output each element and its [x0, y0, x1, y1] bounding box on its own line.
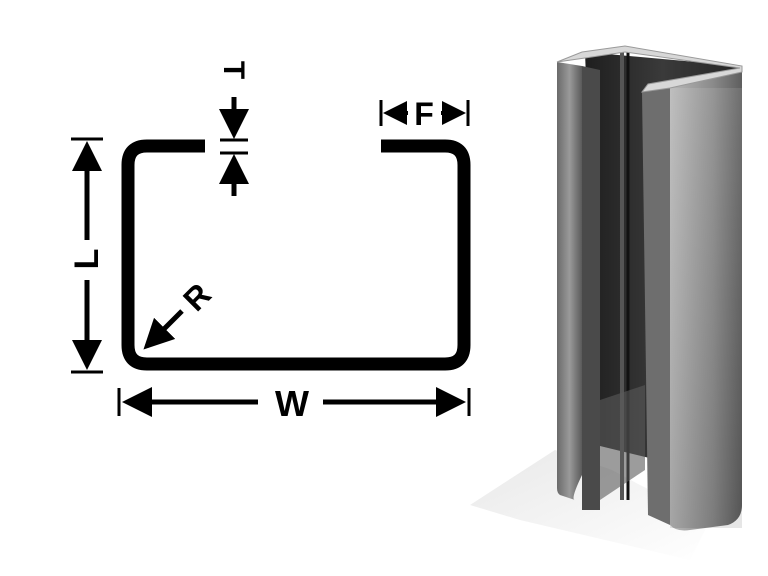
length-label: L	[68, 249, 106, 270]
length-dimension: L	[68, 137, 106, 374]
radius-dimension: R	[143, 276, 218, 350]
channel-profile	[121, 139, 471, 371]
flange-label: F	[414, 96, 434, 132]
channel-post-3d	[470, 45, 743, 560]
width-label: W	[275, 383, 309, 424]
thickness-label: T	[217, 61, 250, 79]
thickness-dimension: T	[217, 61, 250, 196]
flange-dimension: F	[379, 96, 470, 132]
width-dimension: W	[117, 383, 471, 424]
